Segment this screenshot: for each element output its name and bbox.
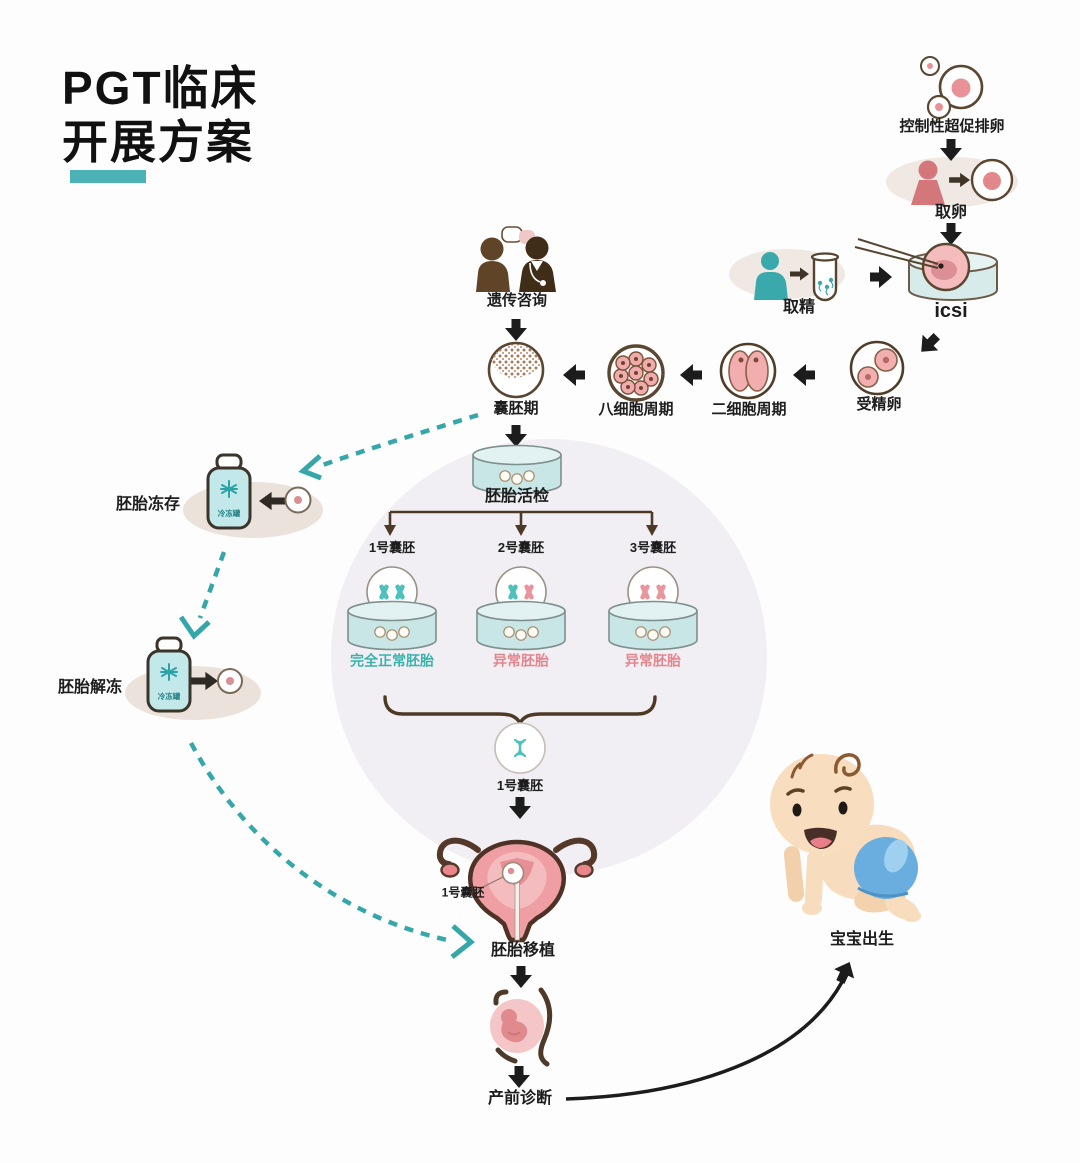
freeze-bottle-label: 冷冻罐: [218, 508, 241, 518]
label-abnormal-embryo-2: 异常胚胎: [493, 652, 549, 669]
label-fertilized-egg: 受精卵: [856, 395, 902, 413]
label-blastocyst-1: 1号囊胚: [368, 539, 416, 555]
label-genetic-counseling: 遗传咨询: [486, 291, 548, 309]
dashed-arrow-thaw-to-transfer: [189, 741, 475, 959]
man-silhouette-icon: [754, 252, 788, 300]
two-cell-icon: [719, 342, 777, 400]
label-icsi: icsi: [934, 300, 968, 322]
label-normal-embryo: 完全正常胚胎: [350, 652, 434, 669]
retrieved-egg-icon: [970, 158, 1014, 202]
uterus-icon: [436, 837, 598, 943]
label-embryo-transfer: 胚胎移植: [490, 942, 556, 960]
eight-cell-icon: [607, 344, 665, 402]
arrow-pregnancy-to-prenatal: [508, 1066, 530, 1088]
label-blastocyst-2: 2号囊胚: [497, 539, 545, 555]
arrow-icsi-to-fertilized: [913, 328, 945, 360]
blastocyst-icon: [487, 341, 545, 399]
pregnant-belly-icon: [490, 987, 553, 1067]
fertilized-egg-icon: [849, 340, 905, 396]
label-egg-retrieval: 取卵: [934, 204, 968, 222]
page-title-line2: 开展方案: [62, 116, 254, 168]
branch-lines: [388, 510, 654, 526]
label-abnormal-embryo-3: 异常胚胎: [625, 652, 681, 669]
arrow-prenatal-to-baby: [565, 957, 860, 1101]
background-circle: [331, 439, 767, 875]
genetic-counseling-icon: [476, 226, 556, 292]
label-embryo-biopsy: 胚胎活检: [484, 488, 550, 506]
selected-blastocyst-icon: [494, 722, 546, 774]
arrow-transfer-to-pregnancy: [510, 966, 532, 988]
label-transfer-embryo-tag: 1号囊胚: [441, 885, 485, 900]
ovarian-stimulation-cells-icon: [920, 56, 984, 120]
arrow-twocell-to-eightcell: [680, 364, 702, 386]
icsi-dish-icon: [854, 238, 998, 301]
page-title-line1: PGT临床: [62, 62, 259, 114]
label-two-cell: 二细胞周期: [711, 400, 787, 418]
label-embryo-freeze: 胚胎冻存: [115, 496, 181, 514]
biopsy-dish-icon: [472, 444, 562, 495]
dashed-arrow-freeze-to-thaw: [178, 551, 227, 640]
label-selected-blastocyst: 1号囊胚: [496, 777, 544, 793]
dish2-icon: [476, 600, 566, 651]
label-sperm-retrieval: 取精: [782, 299, 816, 317]
arrow-fertilized-to-twocell: [793, 364, 815, 386]
dish3-icon: [608, 600, 698, 651]
label-stimulation: 控制性超促排卵: [899, 117, 1005, 135]
label-blastocyst-3: 3号囊胚: [629, 539, 677, 555]
arrow-sperm-to-icsi: [870, 266, 892, 288]
label-baby-born: 宝宝出生: [829, 931, 895, 949]
thaw-bottle-label: 冷冻罐: [158, 691, 181, 701]
arrow-down-to-icsi: [940, 223, 962, 245]
dish1-icon: [347, 600, 437, 651]
title-underline-bar: [70, 170, 146, 183]
arrow-eightcell-to-blastocyst: [563, 364, 585, 386]
baby-icon: [770, 753, 921, 922]
dashed-arrow-blastocyst-to-freeze: [298, 412, 479, 481]
label-prenatal-diagnosis: 产前诊断: [487, 1090, 553, 1108]
thawed-embryo-icon: [217, 668, 243, 694]
label-blastocyst: 囊胚期: [493, 399, 539, 417]
woman-silhouette-icon: [911, 160, 945, 205]
sperm-tube-icon: [810, 252, 840, 302]
arrow-counseling-to-blastocyst: [505, 319, 527, 341]
frozen-embryo-icon: [284, 486, 312, 514]
label-embryo-thaw: 胚胎解冻: [57, 679, 123, 697]
label-eight-cell: 八细胞周期: [598, 400, 674, 418]
